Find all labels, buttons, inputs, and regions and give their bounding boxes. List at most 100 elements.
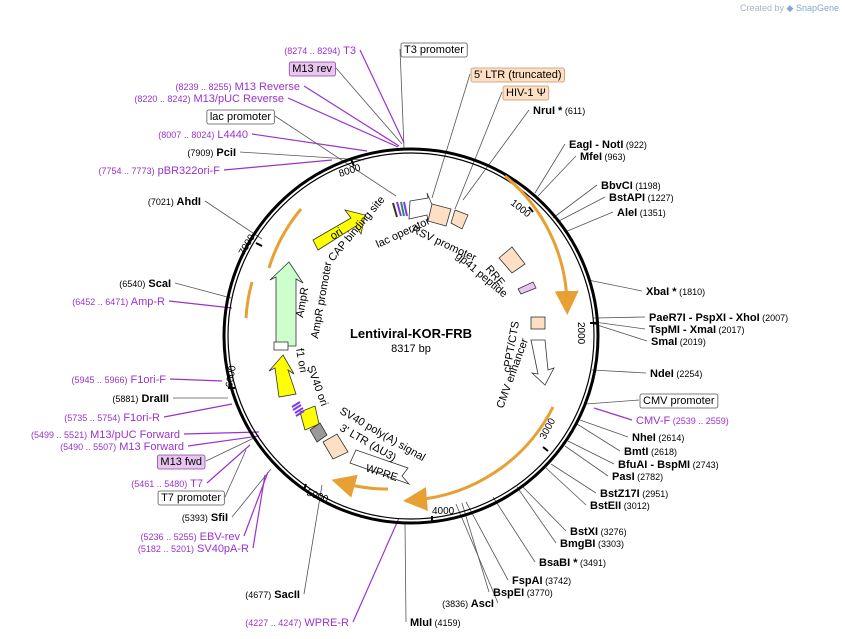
leader-line xyxy=(169,378,223,382)
label-box xyxy=(206,109,275,125)
label-m13-rev: M13 rev xyxy=(288,61,336,77)
leader-line xyxy=(239,151,365,161)
label-text-t7-promoter: T7 promoter xyxy=(161,492,221,504)
label-bstapi: BstAPI (1227) xyxy=(609,192,674,204)
label-draiii: (5881) DraIII xyxy=(112,393,169,405)
label-text-bsabi: BsaBI * (3491) xyxy=(539,557,606,569)
label-text-pbr322: (7754 .. 7773) pBR322ori-F xyxy=(99,165,221,177)
inner-label-ori: ori xyxy=(328,226,345,243)
leader-line xyxy=(593,316,646,319)
label-bfuai: BfuAI - BspMI (2743) xyxy=(618,459,719,471)
tick-mark xyxy=(303,483,307,491)
label-text-bstxi: BstXI (3276) xyxy=(570,526,627,538)
leader-line xyxy=(461,502,490,593)
label-sacii: (4677) SacII xyxy=(245,589,300,601)
label-mlui: MluI (4159) xyxy=(410,617,461,629)
leader-line xyxy=(454,91,503,210)
label-m13-forward: (5490 .. 5507) M13 Forward xyxy=(60,441,184,453)
leader-line xyxy=(564,445,609,477)
arc-4 xyxy=(267,208,303,269)
tick-label: 8000 xyxy=(338,162,363,179)
label-text-bbvci: BbvCI (1198) xyxy=(601,180,661,192)
leader-line xyxy=(534,143,566,194)
tick-mark xyxy=(255,242,263,247)
label-nrui: NruI * (611) xyxy=(533,105,585,117)
label-box xyxy=(157,490,225,506)
arc-3 xyxy=(331,474,389,498)
label-tspmi: TspMI - XmaI (2017) xyxy=(649,324,745,336)
label-ndei: NdeI (2254) xyxy=(650,368,702,380)
label-text-t3: (8274 .. 8294) T3 xyxy=(284,45,356,57)
label-text-bspei: BspEI (3770) xyxy=(493,587,553,599)
tick-label: 4000 xyxy=(432,506,455,517)
label-text-mfei: MfeI (963) xyxy=(580,151,626,163)
leader-line xyxy=(585,399,640,405)
label-nhei: NheI (2614) xyxy=(632,432,684,444)
inner-shapes xyxy=(268,192,555,485)
inner-label-ampr: AmpR xyxy=(294,286,311,318)
label-text-paer7i: PaeR7I - PspXI - XhoI (2007) xyxy=(649,312,788,324)
leader-line xyxy=(564,211,614,233)
label-text-bmgbi: BmgBI (3303) xyxy=(560,538,624,550)
leader-line xyxy=(593,323,648,342)
label-box xyxy=(288,61,336,77)
leader-line xyxy=(587,279,643,292)
tick-mark xyxy=(528,206,534,213)
label-text-scai: (6540) ScaI xyxy=(119,278,171,290)
label-ahdi: (7021) AhdI xyxy=(148,196,201,208)
label-box xyxy=(639,393,719,409)
tick-label: 6000 xyxy=(224,364,239,388)
leader-line xyxy=(545,467,587,506)
label-box xyxy=(157,454,206,470)
leader-line xyxy=(462,109,530,201)
label-text-sv40pa-r: (5182 .. 5201) SV40pA-R xyxy=(138,543,249,555)
leader-line xyxy=(352,517,400,623)
label-text-l4440: (8007 .. 8024) L4440 xyxy=(158,129,248,141)
leader-line xyxy=(251,133,368,152)
label-xbai: XbaI * (1810) xyxy=(646,286,705,298)
leader-line xyxy=(303,484,323,595)
credit-prefix: Created by xyxy=(739,3,784,13)
sv40-ori-arrow xyxy=(268,354,297,398)
label-text-alei: AleI (1351) xyxy=(617,207,666,219)
label-pbr322: (7754 .. 7773) pBR322ori-F xyxy=(99,165,221,177)
label-box xyxy=(502,85,550,101)
label-cmv-f: CMV-F (2539 .. 2559) xyxy=(636,415,729,427)
label-text-f1ori-r: (5735 .. 5754) F1ori-R xyxy=(64,412,160,424)
label-text-pcii: (7909) PciI xyxy=(187,147,236,159)
ltr5-box xyxy=(427,203,452,227)
leader-line xyxy=(287,97,399,148)
label-t7: (5461 .. 5480) T7 xyxy=(131,478,203,490)
label-text-m13-rev: M13 rev xyxy=(292,63,332,75)
label-text-bstapi: BstAPI (1227) xyxy=(609,192,674,204)
label-text-sfii: (5393) SfiI xyxy=(182,512,228,524)
label-text-m13-puc-reverse: (8220 .. 8242) M13/pUC Reverse xyxy=(134,93,284,105)
leader-line xyxy=(163,403,233,418)
snapgene-logo-icon: ◆ xyxy=(786,3,794,13)
leader-line xyxy=(187,435,260,447)
label-ebv-rev: (5236 .. 5255) EBV-rev xyxy=(141,531,241,543)
label-bstz17i: BstZ17I (2951) xyxy=(600,488,668,500)
tick-mark xyxy=(542,446,549,452)
label-5-ltr: 5' LTR (truncated) xyxy=(470,67,565,83)
tick-label: 2000 xyxy=(575,322,586,345)
hiv-psi-box xyxy=(450,209,469,230)
leader-line xyxy=(206,444,251,484)
tick-label: 5000 xyxy=(305,487,330,505)
label-text-sacii: (4677) SacII xyxy=(245,589,300,601)
label-wpre-r: (4227 .. 4247) WPRE-R xyxy=(245,617,349,629)
leader-line xyxy=(567,440,615,465)
label-text-5-ltr: 5' LTR (truncated) xyxy=(474,69,561,81)
rre-box xyxy=(498,246,526,274)
label-smai: SmaI (2019) xyxy=(651,336,706,348)
label-text-ebv-rev: (5236 .. 5255) EBV-rev xyxy=(141,531,241,543)
label-box xyxy=(470,67,565,83)
label-bsteii: BstEII (3012) xyxy=(590,500,650,512)
label-text-t3-promoter: T3 promoter xyxy=(404,44,464,56)
label-bstxi: BstXI (3276) xyxy=(570,526,627,538)
label-f1ori-f: (5945 .. 5966) F1ori-F xyxy=(71,374,166,386)
label-text-m13-reverse: (8239 .. 8255) M13 Reverse xyxy=(175,81,300,93)
label-cmv-promoter: CMV promoter xyxy=(639,393,719,409)
label-lac-promoter: lac promoter xyxy=(206,109,275,125)
